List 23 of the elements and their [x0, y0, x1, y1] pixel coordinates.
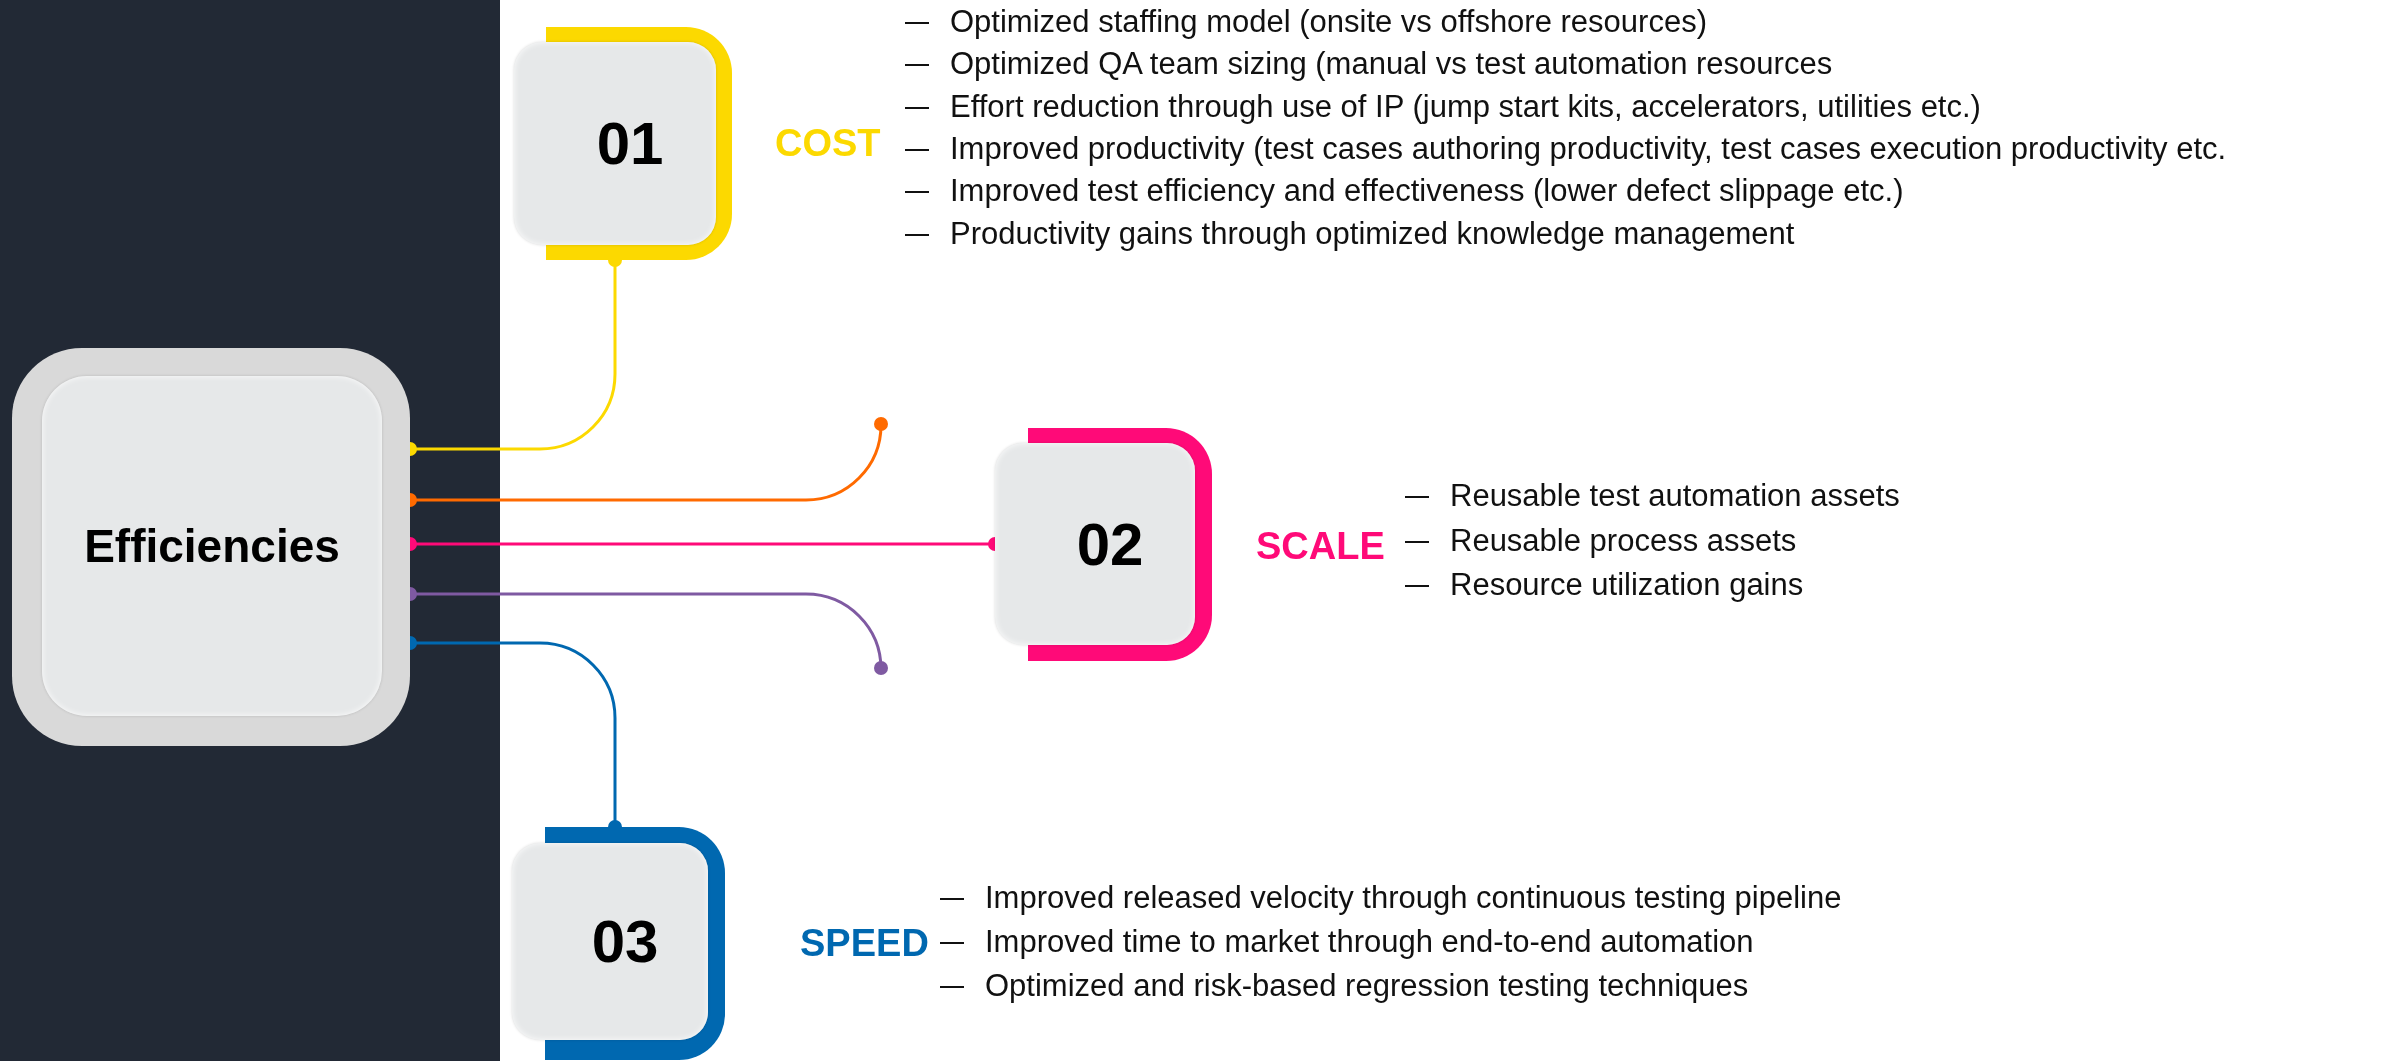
category-heading: COST: [775, 121, 881, 165]
step-number: 03: [590, 907, 659, 976]
numbered-card: [514, 27, 732, 260]
category-heading: SPEED: [800, 921, 929, 965]
bullet-text: Effort reduction through use of IP (jump start kits, accelerators, utilities etc.): [950, 88, 1981, 125]
bullet-text: Resource utilization gains: [1450, 567, 1804, 603]
bullet-text: Improved test efficiency and effectiveness (lower defect slippage etc.): [950, 173, 1904, 210]
numbered-card: [512, 827, 725, 1061]
bullet-text: Improved time to market through end-to-end automation: [985, 924, 1754, 960]
bullet-text: Optimized staffing model (onsite vs offshore resources): [950, 4, 1707, 40]
bullet-text: Reusable process assets: [1450, 522, 1797, 559]
bullet-text: Improved released velocity through continuous testing pipeline: [985, 880, 1842, 916]
step-number: 02: [1075, 509, 1144, 579]
bullet-text: Productivity gains through optimized knowledge management: [950, 215, 1795, 252]
bullet-text: Optimized QA team sizing (manual vs test automation resources: [950, 46, 1833, 83]
bullet-text: Improved productivity (test cases authoring productivity, test cases execution productivity etc.: [950, 130, 2227, 167]
box-title: Efficiencies: [84, 519, 340, 573]
bullet-text: Optimized and risk-based regression testing techniques: [985, 968, 1749, 1004]
bullet-text: Reusable test automation assets: [1450, 478, 1900, 514]
numbered-card: [995, 428, 1212, 661]
category-heading: SCALE: [1256, 524, 1385, 568]
step-number: 01: [595, 109, 664, 178]
main-rounded-box: [12, 348, 410, 746]
